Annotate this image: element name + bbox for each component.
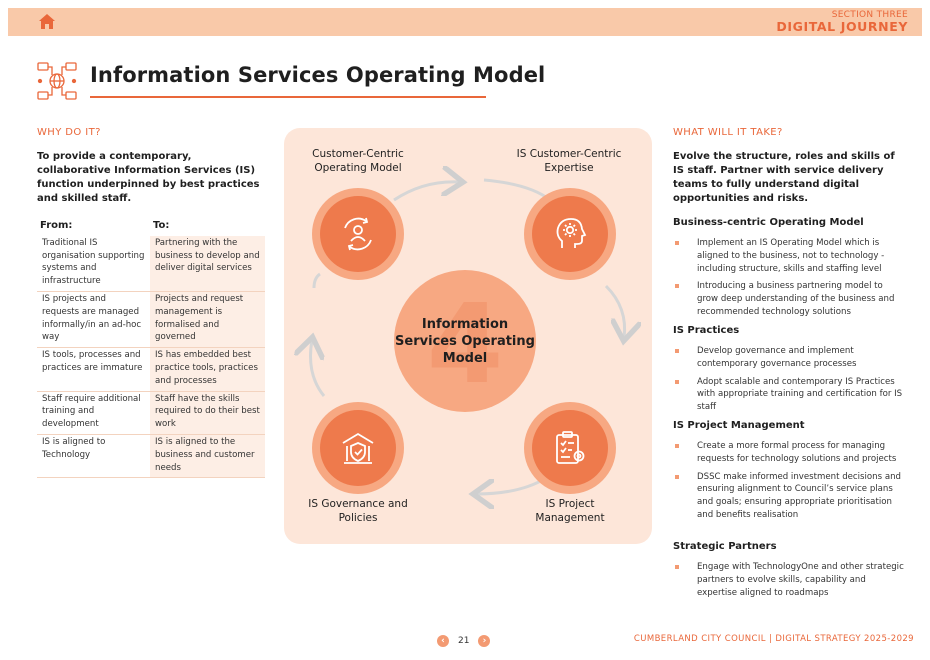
list-item: Develop governance and implement contemp…: [673, 345, 905, 371]
section-label: SECTION THREE DIGITAL JOURNEY: [776, 10, 908, 34]
list-item: Introducing a business partnering model …: [673, 280, 905, 318]
footer-text: CUMBERLAND CITY COUNCIL | DIGITAL STRATE…: [633, 634, 914, 644]
table-row: IS is aligned to Technology IS is aligne…: [37, 434, 265, 479]
bullet-list-strategic-partners: Engage with TechnologyOne and other stra…: [673, 561, 905, 604]
why-heading: WHY DO IT?: [37, 127, 101, 138]
subheading-project-management: IS Project Management: [673, 420, 805, 431]
from-to-table: From: To: Traditional IS organisation su…: [37, 220, 265, 479]
what-lead: Evolve the structure, roles and skills o…: [673, 151, 895, 204]
customer-centric-operating-model-node: [320, 196, 396, 272]
page-number: 21: [458, 636, 470, 646]
bullet-list-operating-model: Implement an IS Operating Model which is…: [673, 237, 905, 324]
node-label-operating-model: Customer-Centric Operating Model: [312, 148, 404, 174]
table-row: IS tools, processes and practices are im…: [37, 347, 265, 392]
chevron-right-icon[interactable]: ›: [478, 635, 491, 647]
to-cell: IS is aligned to the business and custom…: [150, 434, 265, 479]
to-cell: Staff have the skills required to do the…: [150, 391, 265, 435]
section-title: DIGITAL JOURNEY: [776, 19, 908, 34]
list-item: DSSC make informed investment decisions …: [673, 471, 905, 522]
what-heading: WHAT WILL IT TAKE?: [673, 127, 783, 138]
list-item: Implement an IS Operating Model which is…: [673, 237, 905, 275]
table-row: Staff require additional training and de…: [37, 391, 265, 435]
center-label: Information Services Operating Model: [395, 317, 535, 366]
pagination: ‹ 21 ›: [437, 635, 491, 647]
node-label-governance: IS Governance and Policies: [308, 498, 408, 524]
from-cell: Staff require additional training and de…: [37, 391, 150, 435]
list-item: Create a more formal process for managin…: [673, 440, 905, 466]
is-governance-and-policies-node: [320, 410, 396, 486]
table-row: IS projects and requests are managed inf…: [37, 291, 265, 349]
network-globe-icon: [37, 62, 77, 100]
list-item: Engage with TechnologyOne and other stra…: [673, 561, 905, 599]
bullet-list-is-practices: Develop governance and implement contemp…: [673, 345, 905, 419]
bullet-list-project-management: Create a more formal process for managin…: [673, 440, 905, 527]
head-gear-icon: [556, 218, 587, 248]
to-cell: Projects and request management is forma…: [150, 291, 265, 349]
section-number: SECTION THREE: [831, 10, 908, 20]
is-customer-centric-expertise-node: [532, 196, 608, 272]
is-project-management-node: [532, 410, 608, 486]
subheading-strategic-partners: Strategic Partners: [673, 541, 777, 552]
customer-cycle-icon: [344, 217, 372, 251]
title-underline: [90, 96, 486, 98]
list-item: Adopt scalable and contemporary IS Pract…: [673, 376, 905, 414]
center-circle: 4 Information Services Operating Model: [394, 270, 536, 412]
to-header: To:: [153, 220, 170, 231]
center-number: 4: [426, 280, 504, 408]
from-cell: IS projects and requests are managed inf…: [37, 291, 150, 349]
from-cell: IS tools, processes and practices are im…: [37, 347, 150, 392]
cycle-arrows: [284, 128, 652, 544]
to-cell: IS has embedded best practice tools, pra…: [150, 347, 265, 392]
home-icon[interactable]: [38, 13, 56, 31]
from-cell: IS is aligned to Technology: [37, 434, 150, 479]
table-row: Traditional IS organisation supporting s…: [37, 235, 265, 292]
building-shield-icon: [342, 432, 374, 464]
page-title: Information Services Operating Model: [90, 63, 546, 87]
node-label-expertise: IS Customer-Centric Expertise: [516, 148, 622, 174]
clipboard-gear-icon: [556, 431, 585, 464]
table-header-row: From: To:: [37, 220, 265, 236]
why-lead: To provide a contemporary, collaborative…: [37, 151, 260, 204]
to-cell: Partnering with the business to develop …: [150, 235, 265, 292]
chevron-left-icon[interactable]: ‹: [437, 635, 449, 647]
node-label-project-management: IS Project Management: [535, 498, 605, 524]
from-cell: Traditional IS organisation supporting s…: [37, 235, 150, 292]
from-header: From:: [40, 220, 73, 231]
subheading-is-practices: IS Practices: [673, 325, 740, 336]
top-banner: SECTION THREE DIGITAL JOURNEY: [8, 8, 922, 36]
subheading-operating-model: Business-centric Operating Model: [673, 217, 864, 228]
